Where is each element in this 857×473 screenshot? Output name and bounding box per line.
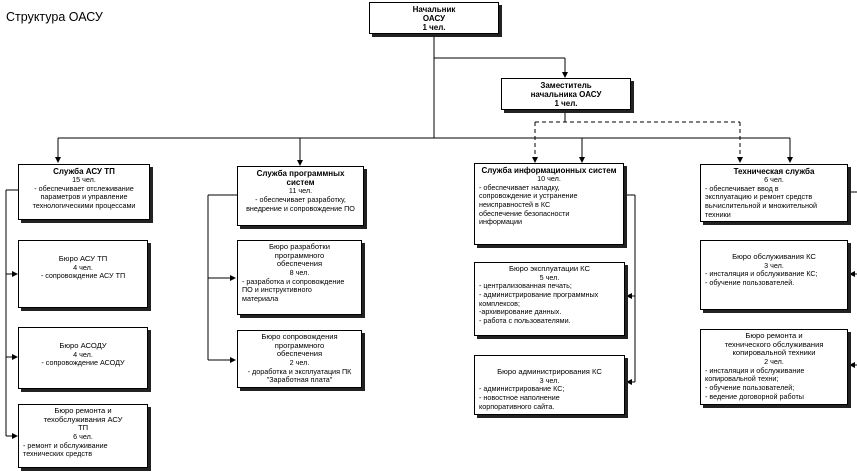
bureau-name-line: Бюро обслуживания КС bbox=[732, 252, 816, 261]
service-count: 15 чел. bbox=[72, 175, 96, 185]
bureau-desc-line: - инсталяция и обслуживание КС; bbox=[705, 269, 818, 279]
bureau-count: 3 чел. bbox=[539, 375, 560, 385]
head-line-3: 1 чел. bbox=[422, 23, 446, 33]
bureau-desc-line: - администрирование КС; bbox=[479, 384, 565, 394]
deputy-line-1: Заместитель bbox=[540, 81, 592, 90]
bureau-desc-line: ПО и инструктивного bbox=[242, 285, 312, 295]
bureau-name-line: Бюро ремонта и bbox=[54, 406, 112, 415]
bureau-desc-line: комплексов; bbox=[479, 298, 520, 308]
bureau-asodu: Бюро АСОДУ 4 чел. - сопровождение АСОДУ bbox=[18, 327, 148, 389]
bureau-desc-line: - новостное наполнение bbox=[479, 393, 560, 402]
service-count: 11 чел. bbox=[288, 186, 313, 196]
bureau-name-line: Бюро АСОДУ bbox=[59, 341, 107, 350]
service-name: Служба информационных систем bbox=[481, 166, 617, 175]
bureau-name-line: Бюро эксплуатации КС bbox=[508, 264, 590, 273]
page-title: Структура ОАСУ bbox=[6, 10, 103, 24]
bureau-count: 6 чел. bbox=[73, 432, 93, 442]
bureau-asu-tp: Бюро АСУ ТП 4 чел. - сопровождение АСУ Т… bbox=[18, 240, 148, 308]
bureau-desc-line: - сопровождение АСУ ТП bbox=[40, 271, 126, 281]
bureau-name-line: ТП bbox=[77, 423, 89, 433]
bureau-name-line: Бюро администрирования КС bbox=[497, 367, 602, 376]
deputy-line-3: 1 чел. bbox=[554, 99, 578, 109]
bureau-desc-line: - инсталяция и обслуживание bbox=[705, 365, 805, 375]
service-desc-line: - обеспечивает наладку, bbox=[479, 182, 560, 192]
service-technical: Техническая служба 6 чел. - обеспечивает… bbox=[700, 164, 848, 222]
bureau-name-line: техобслуживания АСУ bbox=[43, 414, 123, 424]
bureau-desc-line: - ведение договорной работы bbox=[705, 391, 804, 401]
bureau-name-line: Бюро сопровождения bbox=[261, 332, 338, 341]
service-desc-line: неисправностей в КС bbox=[479, 200, 551, 210]
service-desc-line: параметров и управление bbox=[40, 192, 128, 202]
bureau-count: 4 чел. bbox=[73, 349, 93, 359]
service-desc-line: сопровождение и устранение bbox=[479, 191, 578, 201]
bureau-name-line: обеспечения bbox=[276, 349, 323, 359]
bureau-count: 2 чел. bbox=[289, 358, 310, 368]
bureau-desc-line: - разработка и сопровождение bbox=[242, 276, 345, 286]
service-desc-line: - обеспечивает ввод в bbox=[705, 183, 779, 193]
service-desc-line: эксплуатацию и ремонт средств bbox=[705, 192, 813, 202]
bureau-desc-line: - сопровождение АСОДУ bbox=[41, 358, 125, 368]
bureau-count: 4 чел. bbox=[73, 262, 93, 272]
bureau-count: 3 чел. bbox=[764, 260, 784, 270]
bureau-ks-service: Бюро обслуживания КС 3 чел. - инсталяция… bbox=[700, 240, 848, 310]
bureau-desc-line: - администрирование программных bbox=[479, 290, 599, 299]
bureau-copier-repair: Бюро ремонта и технического обслуживания… bbox=[700, 329, 848, 405]
service-desc-line: обеспечение безопасности bbox=[479, 208, 570, 218]
service-desc-line: внедрение и сопровождение ПО bbox=[246, 203, 355, 213]
service-desc-line: информации bbox=[479, 217, 522, 227]
bureau-desc-line: - обучение пользователей. bbox=[705, 278, 795, 287]
service-asu-tp: Служба АСУ ТП 15 чел. - обеспечивает отс… bbox=[18, 164, 150, 220]
deputy-line-2: начальника ОАСУ bbox=[530, 90, 602, 100]
bureau-name-line: Бюро ремонта и bbox=[745, 331, 803, 340]
bureau-name-line: обеспечения bbox=[276, 259, 323, 269]
bureau-desc-line: - централизованная печать; bbox=[479, 281, 572, 291]
service-desc-line: - обеспечивает отслеживание bbox=[34, 183, 134, 193]
head-line-1: Начальник bbox=[412, 5, 456, 14]
bureau-software-dev: Бюро разработки программного обеспечения… bbox=[237, 240, 362, 315]
bureau-desc-line: - работа с пользователями. bbox=[479, 315, 571, 325]
head-box: Начальник ОАСУ 1 чел. bbox=[369, 2, 499, 34]
bureau-name-line: программного bbox=[274, 340, 325, 350]
bureau-repair-asu-tp: Бюро ремонта и техобслуживания АСУ ТП 6 … bbox=[18, 404, 148, 468]
bureau-ks-operation: Бюро эксплуатации КС 5 чел. - централизо… bbox=[474, 262, 625, 336]
service-program-systems: Служба программных систем 11 чел. - обес… bbox=[237, 166, 364, 226]
service-desc-line: - обеспечивает разработку, bbox=[255, 195, 346, 205]
bureau-desc-line: корпоративного сайта. bbox=[479, 401, 555, 411]
bureau-desc-line: - ремонт и обслуживание bbox=[23, 440, 108, 450]
bureau-software-support: Бюро сопровождения программного обеспече… bbox=[237, 330, 362, 388]
bureau-name-line: копировальной техники bbox=[732, 348, 816, 358]
bureau-name-line: программного bbox=[274, 250, 325, 260]
service-desc-line: вычислительной и множительной bbox=[705, 201, 817, 211]
bureau-desc-line: материала bbox=[242, 294, 279, 304]
service-name: Служба программных систем bbox=[256, 169, 345, 188]
service-desc-line: технологическими процессами bbox=[32, 201, 136, 211]
bureau-desc-line: технических средств bbox=[23, 449, 93, 459]
bureau-name-line: технического обслуживания bbox=[724, 339, 824, 349]
service-count: 6 чел. bbox=[764, 175, 784, 185]
bureau-ks-admin: Бюро администрирования КС 3 чел. - админ… bbox=[474, 355, 625, 415]
bureau-name-line: Бюро разработки bbox=[269, 242, 330, 251]
bureau-desc-line: - доработка и эксплуатация ПК bbox=[247, 366, 352, 376]
bureau-count: 8 чел. bbox=[289, 268, 310, 278]
head-line-2: ОАСУ bbox=[422, 14, 446, 24]
bureau-desc-line: копировальной техни; bbox=[705, 374, 779, 384]
bureau-desc-line: "Заработная плата" bbox=[266, 375, 333, 385]
bureau-count: 2 чел. bbox=[764, 357, 784, 367]
bureau-desc-line: -архивирование данных. bbox=[479, 307, 562, 317]
deputy-box: Заместитель начальника ОАСУ 1 чел. bbox=[501, 78, 631, 110]
bureau-name-line: Бюро АСУ ТП bbox=[58, 254, 108, 263]
bureau-count: 5 чел. bbox=[539, 272, 560, 282]
service-desc-line: техники bbox=[705, 209, 731, 219]
service-name: Служба АСУ ТП bbox=[53, 167, 115, 176]
service-count: 10 чел. bbox=[537, 174, 561, 184]
bureau-desc-line: - обучение пользователей; bbox=[705, 383, 795, 393]
service-info-systems: Служба информационных систем 10 чел. - о… bbox=[474, 163, 624, 245]
service-name: Техническая служба bbox=[733, 167, 815, 176]
